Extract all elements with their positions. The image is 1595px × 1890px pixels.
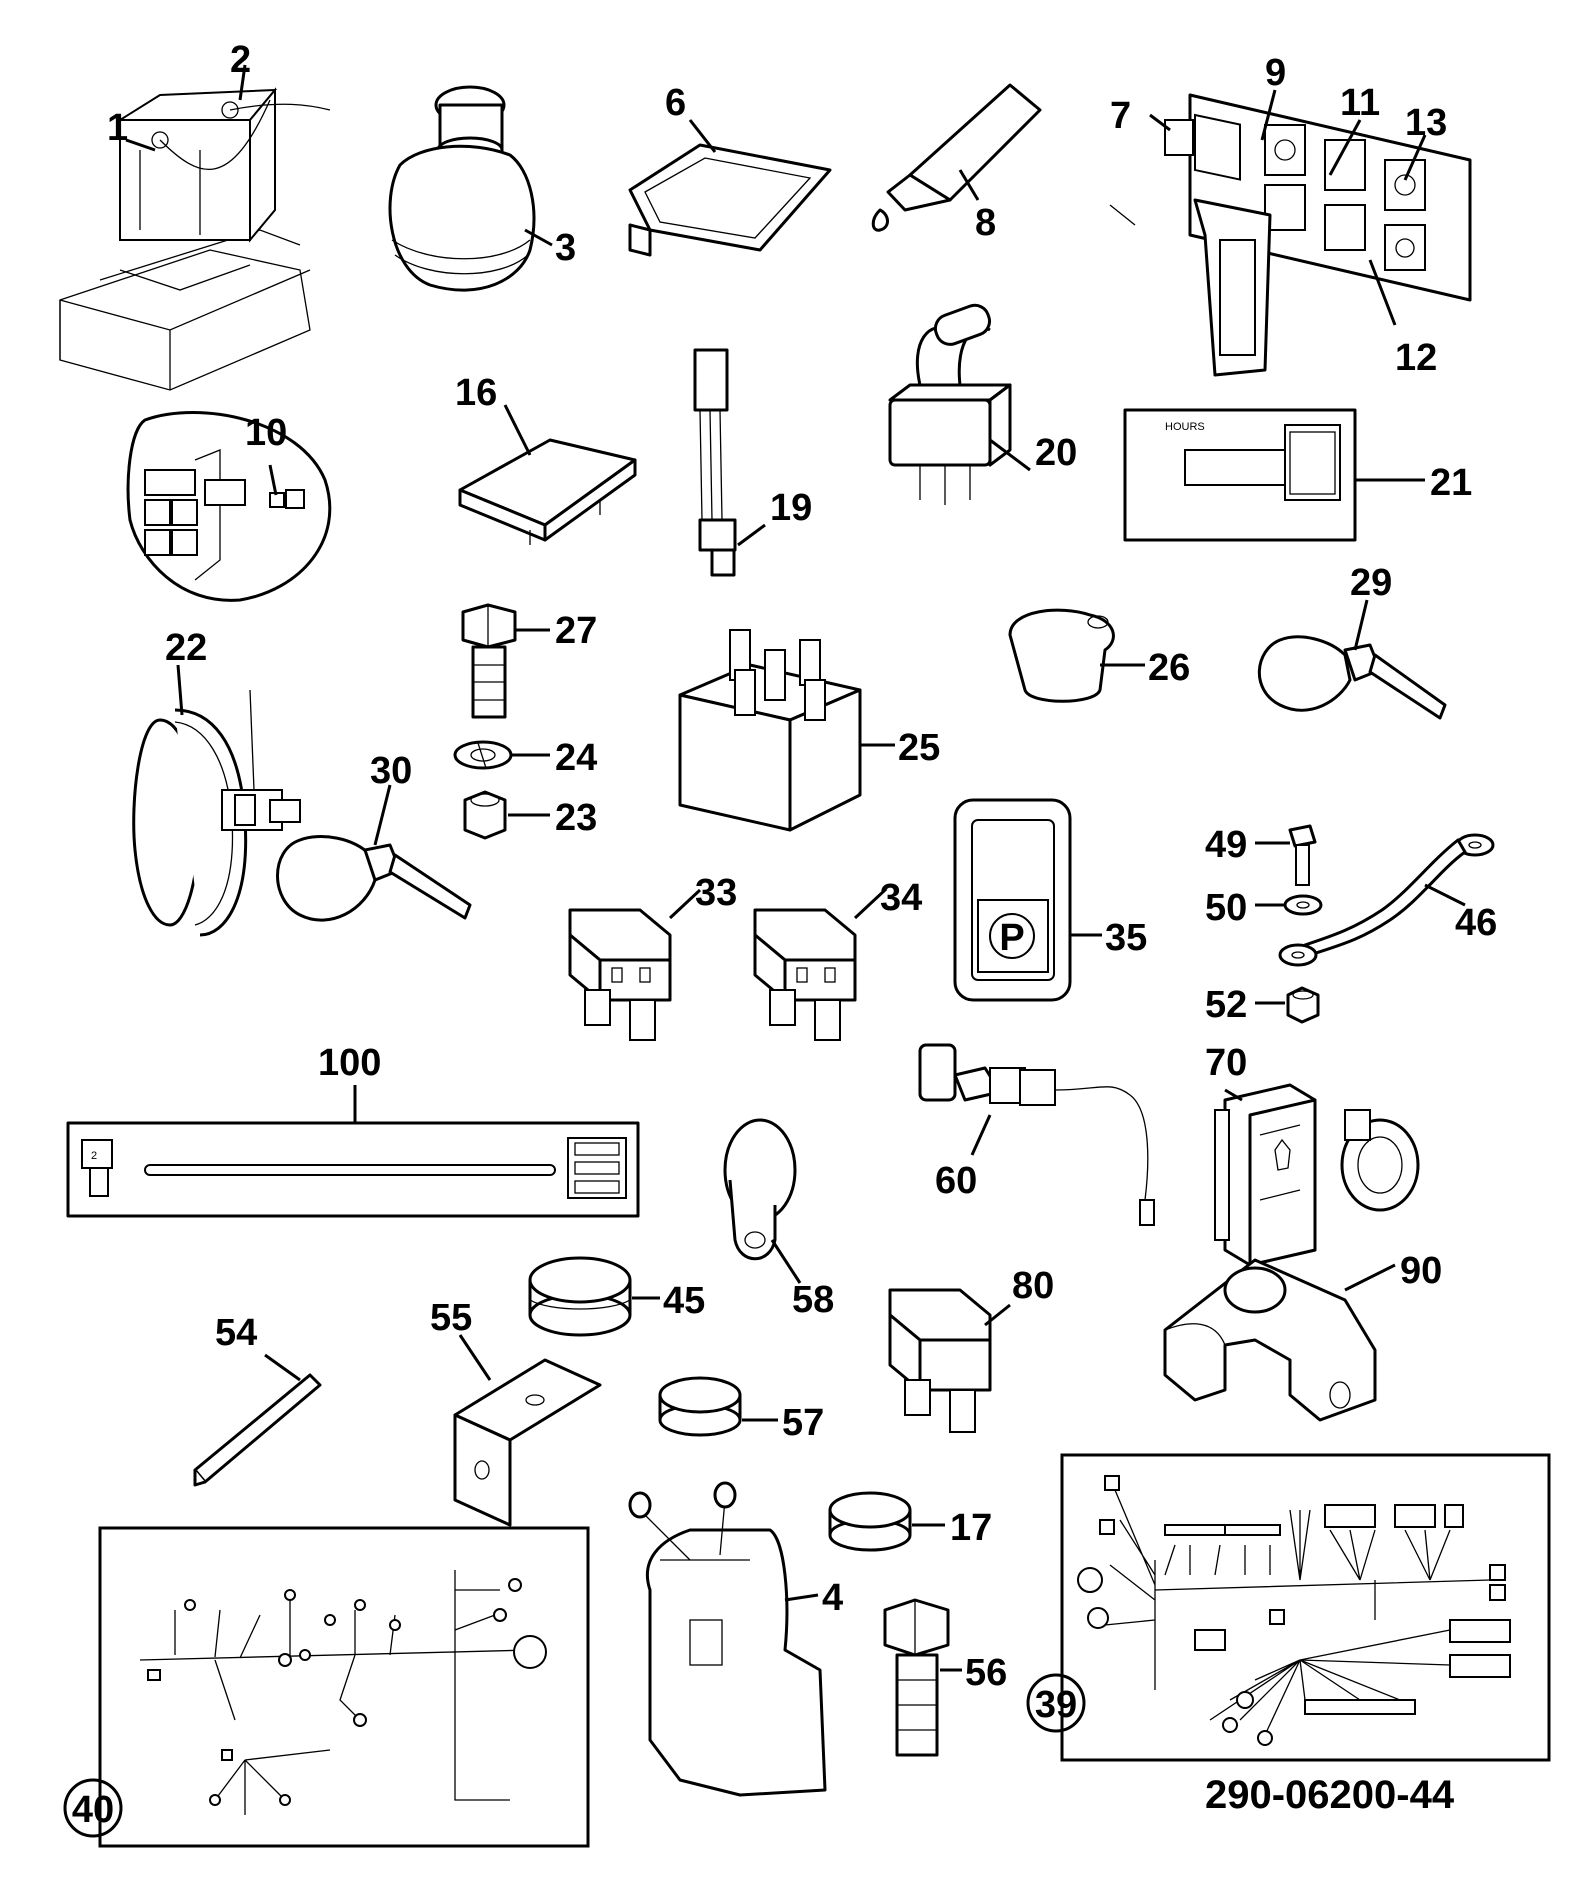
callout-12: 12	[1395, 337, 1437, 379]
part-50-washer	[1283, 894, 1323, 916]
part-46-ground-strap	[1278, 833, 1495, 967]
part-52-nut	[1286, 986, 1320, 1024]
part-switch-panel	[1109, 93, 1472, 377]
callout-10: 10	[245, 412, 287, 454]
callout-60: 60	[935, 1160, 977, 1202]
part-20-relay	[888, 303, 1012, 505]
callout-70: 70	[1205, 1042, 1247, 1084]
part-17-grommet	[828, 1491, 912, 1552]
hour-meter-label: HOURS	[1165, 421, 1205, 433]
callout-3: 3	[555, 227, 576, 269]
callout-57: 57	[782, 1402, 824, 1444]
part-19-harness-lead	[693, 348, 737, 577]
part-100-fuse-strip: 2	[66, 1121, 640, 1218]
parking-brake-icon: P	[999, 917, 1024, 959]
callout-33: 33	[695, 872, 737, 914]
part-29-cable-tie	[1257, 635, 1447, 720]
part-26-cap	[1008, 608, 1115, 703]
callout-30: 30	[370, 750, 412, 792]
callout-25: 25	[898, 727, 940, 769]
callout-4: 4	[822, 1577, 843, 1619]
callout-11: 11	[1340, 82, 1380, 124]
callout-22: 22	[165, 627, 207, 669]
callout-45: 45	[663, 1280, 705, 1322]
callout-34: 34	[880, 877, 922, 919]
callout-8: 8	[975, 202, 996, 244]
part-55-angle-bracket	[453, 1358, 602, 1527]
part-battery-assembly	[59, 87, 331, 391]
part-35-parking-brake-switch: P	[953, 798, 1072, 1002]
callout-9: 9	[1265, 52, 1286, 94]
callout-17: 17	[950, 1507, 992, 1549]
callout-13: 13	[1405, 102, 1447, 144]
part-27-bolt	[461, 603, 517, 719]
callout-50: 50	[1205, 887, 1247, 929]
callout-20: 20	[1035, 432, 1077, 474]
part-58-bracket	[723, 1118, 797, 1261]
callout-7: 7	[1110, 95, 1131, 137]
part-60-sensor	[918, 1043, 1155, 1226]
callout-56: 56	[965, 1652, 1007, 1694]
fuse-strip-label: 2	[91, 1150, 97, 1162]
part-25-relay	[678, 629, 862, 832]
callout-58: 58	[792, 1279, 834, 1321]
part-57-grommet	[658, 1376, 742, 1437]
part-56-bolt	[883, 1598, 950, 1757]
part-23-nut	[463, 790, 507, 840]
part-34-fuse	[753, 908, 857, 1041]
drawing-number: 290-06200-44	[1205, 1773, 1455, 1817]
callout-40: 40	[72, 1789, 114, 1831]
callout-80: 80	[1012, 1265, 1054, 1307]
callout-21: 21	[1430, 462, 1472, 504]
callout-100: 100	[318, 1042, 381, 1084]
callout-16: 16	[455, 372, 497, 414]
part-49-bolt	[1288, 824, 1317, 886]
part-10-dash-detail	[126, 411, 332, 602]
callout-1: 1	[107, 107, 128, 149]
part-24-lock-washer	[453, 740, 513, 770]
callout-46: 46	[1455, 902, 1497, 944]
part-90-clamp	[1163, 1258, 1377, 1422]
part-80-fuse	[888, 1288, 992, 1433]
part-6-lens-cover	[628, 143, 832, 257]
callout-39: 39	[1035, 1684, 1077, 1726]
part-30-cable-tie	[276, 835, 472, 922]
part-40-wiring-harness: 40	[63, 1526, 590, 1848]
callout-55: 55	[430, 1297, 472, 1339]
part-70-rocker-switch	[1214, 1083, 1317, 1267]
callout-90: 90	[1400, 1250, 1442, 1292]
part-3-rubber-boot	[388, 85, 536, 292]
part-45-grommet	[528, 1256, 632, 1337]
part-39-wiring-harness: 39	[1026, 1453, 1551, 1762]
part-16-pad	[458, 438, 637, 545]
callout-23: 23	[555, 797, 597, 839]
part-54-edge-trim	[193, 1373, 322, 1487]
callout-29: 29	[1350, 562, 1392, 604]
callout-35: 35	[1105, 917, 1147, 959]
callout-24: 24	[555, 737, 597, 779]
part-33-fuse	[568, 908, 672, 1041]
callout-54: 54	[215, 1312, 257, 1354]
callout-27: 27	[555, 610, 597, 652]
part-8-grease-tube	[871, 83, 1042, 232]
callout-52: 52	[1205, 984, 1247, 1026]
callout-6: 6	[665, 82, 686, 124]
callout-49: 49	[1205, 824, 1247, 866]
callout-2: 2	[230, 39, 251, 81]
part-70-power-socket	[1340, 1109, 1420, 1212]
part-22-horn	[132, 689, 301, 937]
callout-26: 26	[1148, 647, 1190, 689]
part-4-joystick-base	[628, 1481, 827, 1797]
part-21-hour-meter: HOURS	[1123, 408, 1357, 542]
callout-19: 19	[770, 487, 812, 529]
